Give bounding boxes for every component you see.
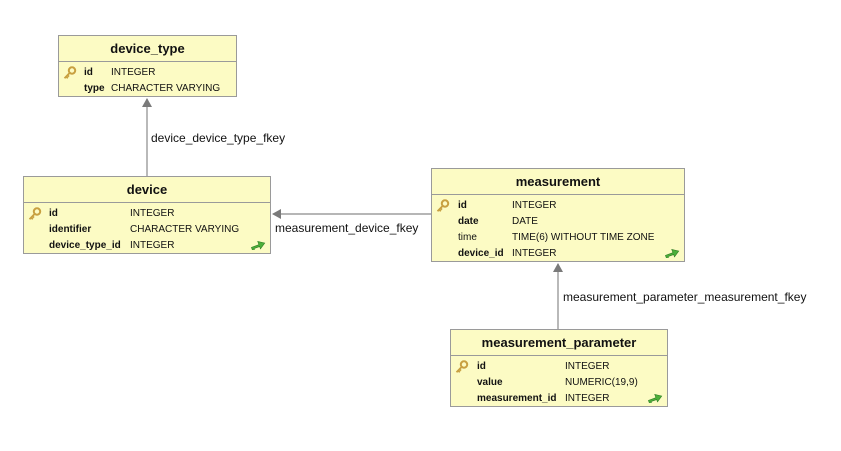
relation-label-parameter-measurement: measurement_parameter_measurement_fkey <box>563 290 807 304</box>
column-row[interactable]: identifier CHARACTER VARYING <box>24 222 270 238</box>
column-type: INTEGER <box>130 240 175 251</box>
column-name: id <box>49 208 58 219</box>
column-row[interactable]: id INTEGER <box>59 65 236 81</box>
column-name: id <box>84 67 93 78</box>
column-name: date <box>458 216 479 227</box>
table-title: measurement <box>432 169 684 195</box>
key-icon <box>436 199 450 212</box>
column-row[interactable]: id INTEGER <box>432 198 684 214</box>
column-row[interactable]: date DATE <box>432 214 684 230</box>
column-type: TIME(6) WITHOUT TIME ZONE <box>512 232 655 243</box>
table-title: measurement_parameter <box>451 330 667 356</box>
column-name: device_type_id <box>49 240 121 251</box>
column-name: type <box>84 83 105 94</box>
column-type: DATE <box>512 216 538 227</box>
column-row[interactable]: time TIME(6) WITHOUT TIME ZONE <box>432 230 684 246</box>
table-title: device <box>24 177 270 203</box>
column-row[interactable]: value NUMERIC(19,9) <box>451 375 667 391</box>
table-measurement[interactable]: measurement id INTEGER date DATE time TI… <box>431 168 685 262</box>
column-name: measurement_id <box>477 393 557 404</box>
column-row[interactable]: device_type_id INTEGER <box>24 238 270 254</box>
foreign-key-arrow-icon <box>648 393 663 403</box>
relation-label-measurement-device: measurement_device_fkey <box>275 221 419 235</box>
table-device-type[interactable]: device_type id INTEGER type CHARACTER VA… <box>58 35 237 97</box>
column-type: INTEGER <box>512 248 557 259</box>
column-row[interactable]: id INTEGER <box>24 206 270 222</box>
column-type: INTEGER <box>130 208 175 219</box>
column-name: value <box>477 377 503 388</box>
column-row[interactable]: device_id INTEGER <box>432 246 684 262</box>
column-type: INTEGER <box>512 200 557 211</box>
key-icon <box>63 66 77 79</box>
column-type: INTEGER <box>565 361 610 372</box>
foreign-key-arrow-icon <box>251 240 266 250</box>
column-type: CHARACTER VARYING <box>130 224 240 235</box>
table-measurement-parameter[interactable]: measurement_parameter id INTEGER value N… <box>450 329 668 407</box>
foreign-key-arrow-icon <box>665 248 680 258</box>
column-type: INTEGER <box>111 67 156 78</box>
column-name: id <box>477 361 486 372</box>
column-name: time <box>458 232 477 243</box>
column-type: INTEGER <box>565 393 610 404</box>
column-type: CHARACTER VARYING <box>111 83 221 94</box>
key-icon <box>28 207 42 220</box>
column-row[interactable]: measurement_id INTEGER <box>451 391 667 407</box>
relation-label-device-device-type: device_device_type_fkey <box>151 131 286 145</box>
column-name: id <box>458 200 467 211</box>
column-type: NUMERIC(19,9) <box>565 377 638 388</box>
key-icon <box>455 360 469 373</box>
column-name: device_id <box>458 248 504 259</box>
table-device[interactable]: device id INTEGER identifier CHARACTER V… <box>23 176 271 254</box>
column-row[interactable]: type CHARACTER VARYING <box>59 81 236 97</box>
column-row[interactable]: id INTEGER <box>451 359 667 375</box>
column-name: identifier <box>49 224 92 235</box>
table-title: device_type <box>59 36 236 62</box>
